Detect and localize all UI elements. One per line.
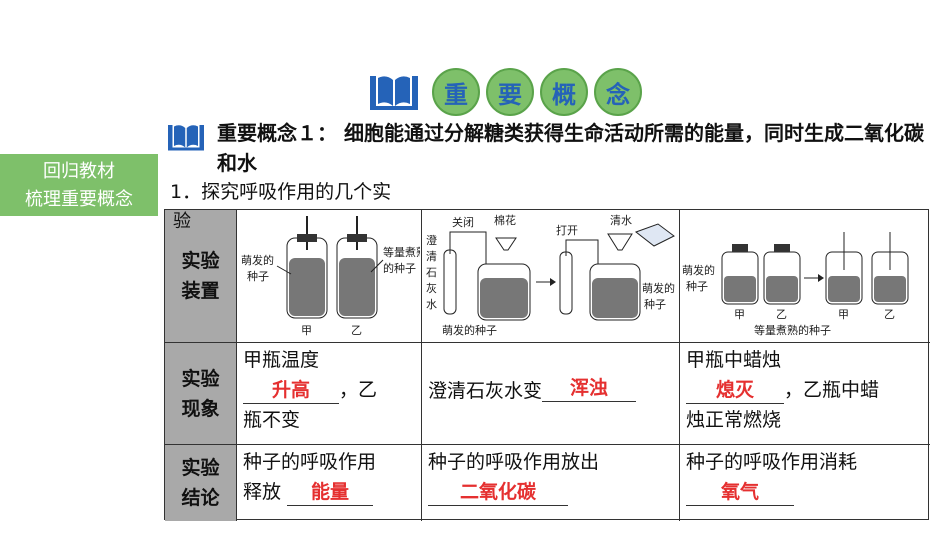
concl-text: 种子的呼吸作用 — [243, 451, 377, 473]
conclusion-cell-3: 种子的呼吸作用消耗 氧气 — [680, 445, 930, 521]
label-jia: 甲 — [838, 308, 849, 321]
concl-text: 释放 — [243, 481, 282, 503]
device-illustration-3: 萌发的 种子 甲 乙 甲 乙 等量煮熟的种子 — [682, 232, 909, 337]
row-head-text: 结论 — [181, 487, 220, 509]
answer-blank[interactable]: 能量 — [287, 479, 374, 506]
side-label-line1: 回归教材 — [43, 161, 115, 182]
device-cell-2: 澄 清 石 灰 水 关闭 棉花 萌发的种子 打开 清水 萌发的 种子 — [422, 210, 680, 343]
title-char: 重 — [432, 68, 480, 116]
side-label[interactable]: 回归教材 梳理重要概念 — [0, 154, 158, 216]
label-seeds: 种子 — [644, 297, 666, 311]
row-head-text: 实验 — [181, 367, 220, 390]
label-yi: 乙 — [351, 324, 362, 337]
book-icon — [168, 125, 204, 151]
title-char: 概 — [540, 68, 588, 116]
experiment-table: 验 实验 装置 萌发的 种子 等量煮熟 的种子 甲 乙 澄 清 — [164, 209, 930, 521]
title-char: 念 — [594, 68, 642, 116]
phen-text: 烛正常燃烧 — [686, 409, 782, 431]
device-illustration-2: 澄 清 石 灰 水 关闭 棉花 萌发的种子 打开 清水 萌发的 种子 — [426, 213, 675, 337]
label-cotton: 棉花 — [494, 213, 516, 227]
conclusion-cell-1: 种子的呼吸作用 释放 能量 — [237, 445, 422, 521]
row-head-device: 验 实验 装置 — [165, 210, 237, 343]
answer-blank[interactable]: 熄灭 — [686, 377, 784, 404]
answer-blank[interactable]: 浑浊 — [542, 375, 637, 402]
label-seeds: 种子 — [686, 279, 708, 293]
label-germ: 萌发的 — [682, 263, 715, 277]
phen-text: 甲瓶温度 — [243, 349, 320, 371]
corner-char: 验 — [173, 211, 191, 232]
label-germ: 萌发的 — [642, 281, 675, 295]
section-title: 重 要 概 念 — [432, 68, 642, 116]
phen-text: 瓶不变 — [243, 409, 301, 431]
label-water: 清水 — [610, 214, 632, 227]
label-boiled-seeds: 等量煮熟的种子 — [754, 323, 831, 337]
book-icon — [370, 76, 418, 110]
label-germ-seeds: 萌发的种子 — [442, 323, 497, 337]
phen-text: ，乙 — [339, 379, 378, 401]
title-char: 要 — [486, 68, 534, 116]
phen-text: 甲瓶中蜡烛 — [686, 349, 782, 371]
phenomenon-cell-3: 甲瓶中蜡烛 熄灭，乙瓶中蜡 烛正常燃烧 — [680, 343, 930, 445]
answer-blank[interactable]: 二氧化碳 — [428, 479, 568, 506]
label-lime: 澄 — [426, 233, 437, 247]
device-cell-3: 萌发的 种子 甲 乙 甲 乙 等量煮熟的种子 — [680, 210, 930, 343]
row-head-text: 实验 — [181, 457, 220, 479]
row-head-text: 现象 — [181, 397, 220, 420]
device-illustration-1: 萌发的 种子 等量煮熟 的种子 甲 乙 — [241, 216, 427, 337]
concept-text: 重要概念１： 细胞能通过分解糖类获得生命活动所需的能量，同时生成二氧化碳和水 — [217, 121, 924, 175]
label-jia: 甲 — [734, 308, 745, 321]
concl-text: 种子的呼吸作用消耗 — [686, 451, 858, 473]
label-lime: 水 — [426, 298, 437, 311]
label-lime: 灰 — [426, 281, 437, 295]
row-head-text: 装置 — [181, 280, 220, 302]
side-label-line2: 梳理重要概念 — [25, 189, 133, 210]
answer-blank[interactable]: 氧气 — [686, 479, 794, 506]
label-yi: 乙 — [884, 308, 895, 321]
label-germinating: 萌发的 — [241, 253, 274, 267]
phen-text: 澄清石灰水变 — [428, 380, 543, 402]
label-boiled: 等量煮熟 — [383, 245, 420, 259]
answer-blank[interactable]: 升高 — [243, 377, 339, 404]
label-yi: 乙 — [776, 308, 787, 321]
label-lime: 清 — [426, 250, 437, 263]
phenomenon-cell-2: 澄清石灰水变浑浊 — [422, 343, 680, 445]
label-open: 打开 — [556, 223, 578, 237]
conclusion-cell-2: 种子的呼吸作用放出 二氧化碳 — [422, 445, 680, 521]
label-boiled-seeds: 的种子 — [383, 261, 416, 275]
label-lime: 石 — [426, 266, 437, 279]
row-head-phenomenon: 实验 现象 — [165, 343, 237, 445]
intro-text: 1．探究呼吸作用的几个实 — [170, 181, 392, 203]
device-cell-1: 萌发的 种子 等量煮熟 的种子 甲 乙 — [237, 210, 427, 343]
label-close: 关闭 — [452, 215, 474, 229]
phen-text: ，乙瓶中蜡 — [784, 379, 880, 401]
row-head-text: 实验 — [181, 250, 220, 272]
concl-text: 种子的呼吸作用放出 — [428, 451, 600, 473]
label-seeds: 种子 — [247, 269, 269, 283]
phenomenon-cell-1: 甲瓶温度 升高，乙 瓶不变 — [237, 343, 422, 445]
row-head-conclusion: 实验 结论 — [165, 445, 237, 521]
label-jia: 甲 — [301, 324, 312, 337]
